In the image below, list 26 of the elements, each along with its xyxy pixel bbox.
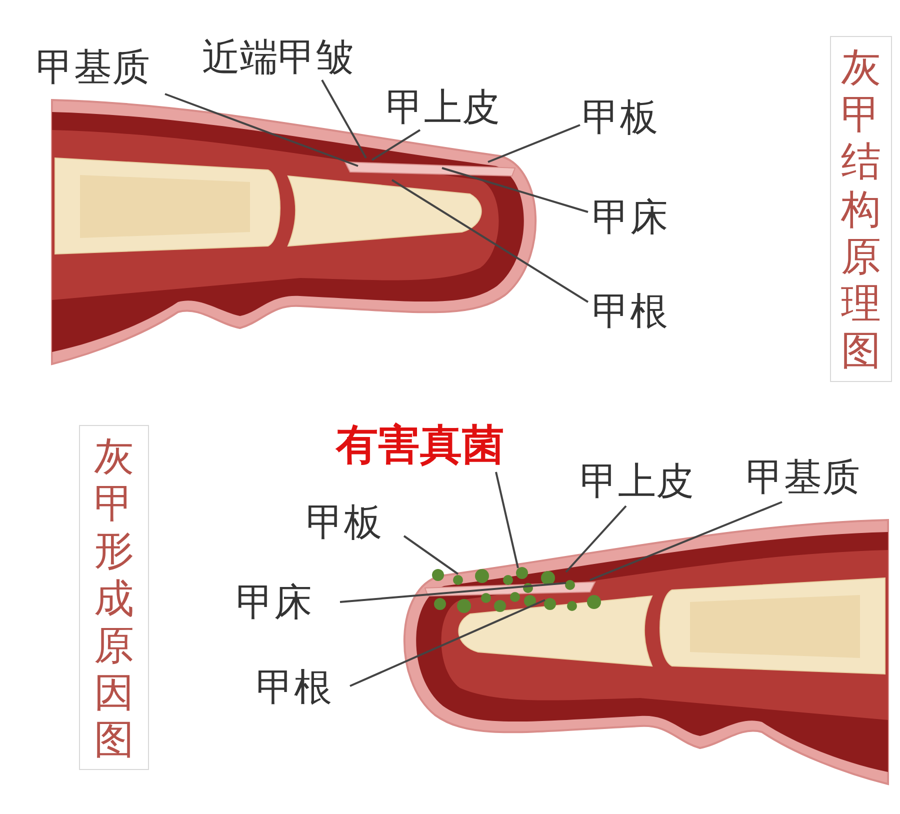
pathogen-label: 有害真菌 [336, 424, 504, 466]
title-box: 灰甲形成原因图 [79, 425, 149, 770]
part-label: 甲板 [306, 503, 382, 541]
part-label: 甲基质 [36, 48, 150, 86]
leader-line [391, 179, 589, 303]
leader-line [590, 501, 782, 581]
title-box: 灰甲结构原理图 [830, 36, 892, 382]
part-label: 甲根 [592, 292, 668, 330]
part-label: 甲床 [236, 583, 312, 621]
leader-line [371, 129, 421, 161]
leader-line [340, 582, 566, 603]
part-label: 甲床 [592, 198, 668, 236]
part-label: 甲根 [256, 668, 332, 706]
leader-line [488, 124, 580, 163]
part-label: 甲上皮 [580, 462, 694, 500]
part-label: 甲板 [582, 98, 658, 136]
part-label: 近端甲皱 [202, 38, 354, 76]
leader-line [565, 505, 627, 573]
leader-line [164, 93, 358, 167]
leader-line [321, 80, 367, 158]
leader-line [350, 599, 546, 687]
leader-line [403, 535, 459, 575]
leader-line [495, 472, 519, 568]
part-label: 甲基质 [746, 458, 860, 496]
leader-line [442, 167, 588, 213]
part-label: 甲上皮 [386, 88, 500, 126]
